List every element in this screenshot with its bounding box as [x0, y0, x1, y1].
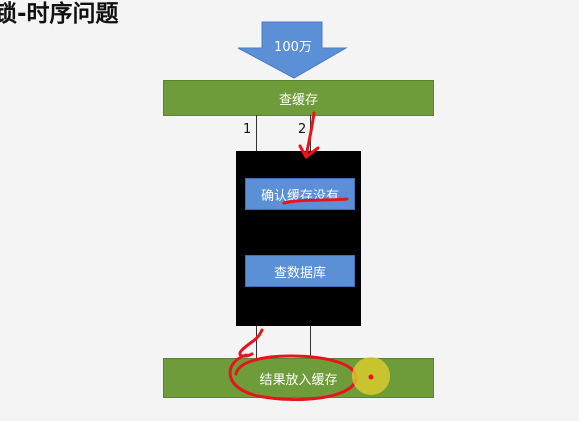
thread-line-2-bottom: [310, 326, 311, 358]
query-db-label: 查数据库: [273, 265, 326, 281]
arrow-label: 100万: [274, 40, 312, 55]
red-scribble-annotation: [238, 328, 264, 358]
thread-label-1: 1: [243, 122, 252, 137]
red-underline-annotation: [282, 197, 349, 205]
red-down-arrow-annotation: [298, 111, 320, 159]
thread-line-1-bottom: [256, 326, 257, 358]
query-cache-box: 查缓存: [163, 80, 434, 116]
query-db-box: 查数据库: [245, 255, 355, 287]
red-ellipse-annotation: [228, 353, 358, 402]
cursor-dot: [368, 374, 374, 380]
thread-label-2: 2: [298, 122, 307, 137]
thread-line-1-top: [256, 115, 257, 151]
put-cache-label: 结果放入缓存: [259, 372, 338, 388]
page-title: 锁-时序问题: [0, 1, 119, 27]
query-cache-label: 查缓存: [278, 92, 318, 108]
